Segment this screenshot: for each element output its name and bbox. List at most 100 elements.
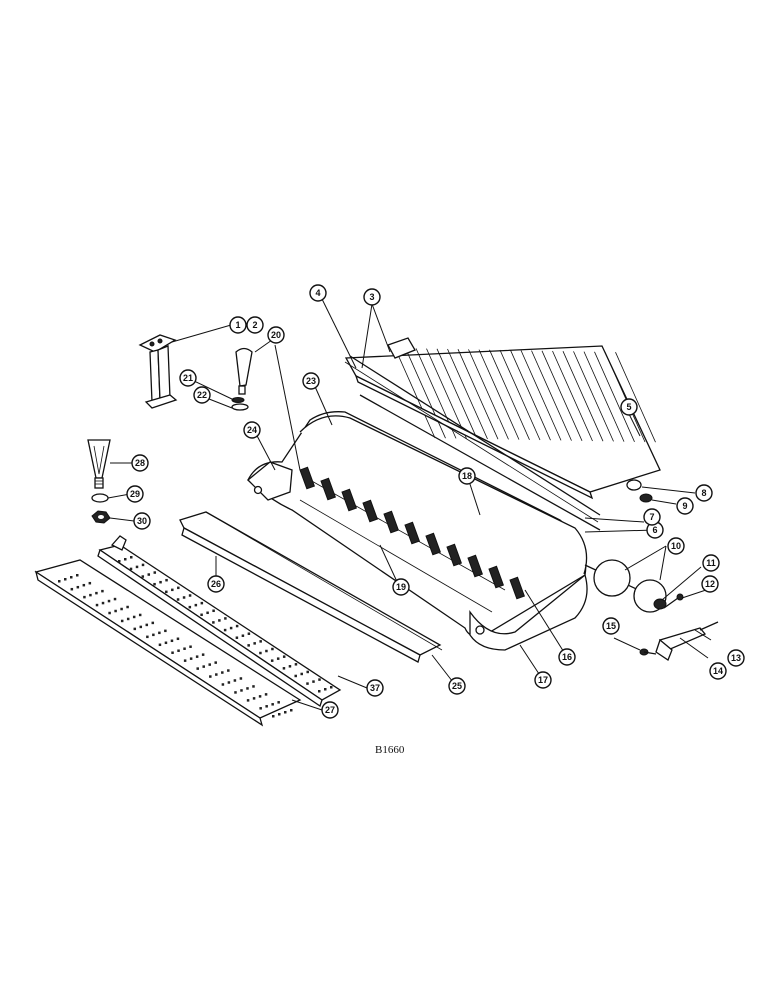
adjusting-post	[87, 439, 111, 489]
callout-20: 20	[267, 326, 285, 344]
callout-15: 15	[602, 617, 620, 635]
comb-finger	[499, 349, 541, 441]
grate-hole	[227, 681, 231, 684]
parts-drawing	[34, 334, 719, 727]
grate-hole	[188, 605, 192, 609]
grate-hole	[290, 709, 293, 712]
grate-hole	[270, 659, 274, 662]
grate-hole	[241, 634, 245, 637]
svg-text:12: 12	[705, 579, 715, 589]
grate-hole	[176, 637, 180, 641]
grate-hole	[183, 659, 187, 662]
grate-hole	[282, 655, 286, 658]
grate-hole	[324, 688, 327, 691]
comb-finger	[562, 351, 604, 442]
svg-text:18: 18	[462, 471, 472, 481]
grate-hole	[240, 689, 243, 692]
callout-24: 24	[243, 421, 261, 439]
grate-hole	[265, 649, 268, 653]
grate-hole	[88, 581, 92, 585]
svg-text:27: 27	[325, 705, 335, 715]
svg-text:28: 28	[135, 458, 145, 468]
svg-text:13: 13	[731, 653, 741, 663]
comb-finger	[573, 351, 614, 442]
grate-hole	[200, 601, 204, 605]
grate-hole	[288, 665, 292, 668]
handle-clamp	[235, 347, 253, 395]
callout-14: 14	[709, 662, 727, 680]
comb-finger	[468, 349, 509, 440]
grate-hole	[126, 617, 130, 621]
grate-hole	[170, 639, 174, 643]
grate-hole	[195, 655, 199, 658]
support-bracket	[138, 334, 178, 409]
grate-hole	[282, 667, 286, 670]
grate-hole	[113, 597, 117, 601]
grate-hole	[141, 563, 145, 567]
comb-finger	[604, 351, 646, 443]
comb-finger	[447, 348, 488, 440]
comb-finger	[436, 348, 478, 439]
grate-hole	[58, 580, 61, 583]
rasp-bar	[320, 477, 336, 501]
callout-21: 21	[179, 369, 197, 387]
grate-hole	[229, 626, 233, 630]
svg-text:8: 8	[701, 488, 706, 498]
washer	[91, 493, 109, 503]
grate-hole	[101, 589, 104, 593]
grate-hole	[200, 613, 203, 617]
grate-hole	[89, 593, 92, 597]
grate-hole	[196, 667, 199, 670]
grate-hole	[246, 699, 250, 702]
grate-hole	[147, 573, 151, 576]
grate-hole	[124, 558, 127, 561]
grate-hole	[330, 686, 333, 689]
svg-text:9: 9	[682, 501, 687, 511]
grate-hole	[132, 615, 136, 619]
grate-hole	[171, 588, 174, 592]
grate-hole	[108, 611, 111, 615]
callout-11: 11	[702, 554, 720, 572]
rasp-bar	[425, 532, 441, 556]
svg-text:23: 23	[306, 376, 316, 386]
grate-hole	[278, 713, 281, 716]
callout-4: 4	[309, 284, 327, 302]
callout-22: 22	[193, 386, 211, 404]
rasp-bar	[467, 554, 483, 578]
svg-text:10: 10	[671, 541, 681, 551]
svg-text:14: 14	[713, 666, 723, 676]
grate-hole	[146, 635, 149, 639]
grate-hole	[165, 590, 168, 594]
grate-hole	[201, 653, 205, 656]
svg-text:19: 19	[396, 582, 406, 592]
grate-hole	[246, 687, 249, 690]
grate-hole	[265, 705, 268, 708]
lock-nut	[653, 598, 667, 610]
figure-code: B1660	[375, 744, 405, 756]
grate-hole	[208, 663, 211, 666]
svg-text:3: 3	[369, 292, 374, 302]
svg-text:16: 16	[562, 652, 572, 662]
svg-text:15: 15	[606, 621, 616, 631]
grate-hole	[239, 677, 243, 680]
grate-hole	[130, 556, 133, 559]
callout-26: 26	[207, 575, 225, 593]
svg-text:2: 2	[252, 320, 257, 330]
grate-hole	[70, 587, 74, 591]
grate-hole	[272, 715, 275, 718]
grate-hole	[206, 611, 209, 615]
grate-hole	[114, 609, 117, 613]
comb-finger	[489, 349, 530, 440]
grate-hole	[209, 675, 212, 678]
grate-hole	[218, 619, 221, 622]
callout-2: 2	[246, 316, 264, 334]
grate-hole	[188, 594, 192, 597]
grate-hole	[259, 640, 262, 643]
rasp-bar	[299, 466, 315, 490]
comb-finger	[510, 350, 551, 441]
svg-text:30: 30	[137, 516, 147, 526]
callout-27: 27	[321, 701, 339, 719]
callout-28: 28	[131, 454, 149, 472]
svg-text:7: 7	[649, 512, 654, 522]
svg-text:17: 17	[538, 675, 548, 685]
